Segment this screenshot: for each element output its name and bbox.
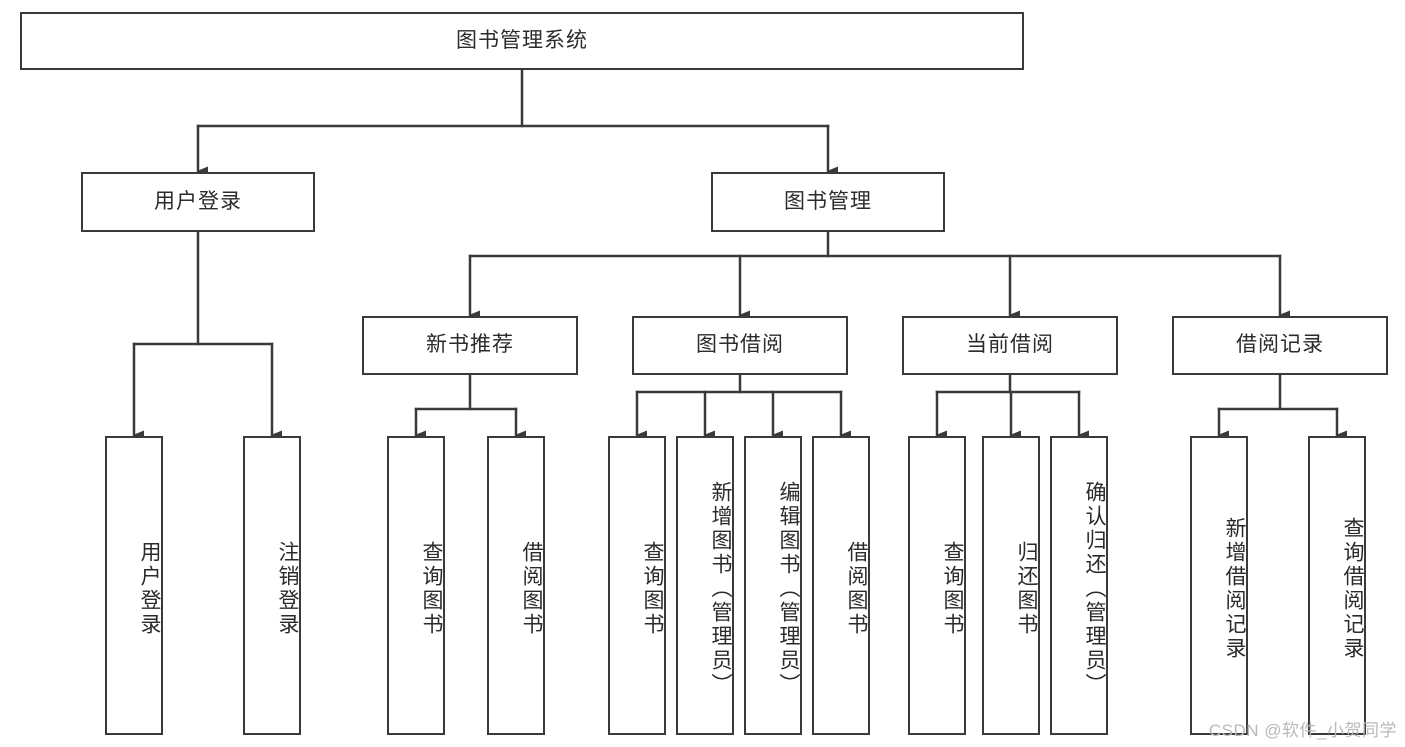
node-label: 注销登录 — [276, 540, 299, 637]
node-label: 借阅图书 — [845, 540, 868, 637]
node-label: 图书管理系统 — [456, 28, 588, 52]
node-newbook[interactable]: 新书推荐 — [362, 316, 578, 375]
node-records[interactable]: 借阅记录 — [1172, 316, 1388, 375]
node-label: 借阅记录 — [1236, 333, 1324, 357]
node-login[interactable]: 用户登录 — [81, 172, 315, 232]
node-label: 图书借阅 — [696, 333, 784, 357]
node-label: 用户登录 — [154, 189, 242, 213]
node-root[interactable]: 图书管理系统 — [20, 12, 1024, 70]
node-label: 查询图书 — [641, 540, 664, 637]
node-l-queryrec[interactable]: 查询借阅记录 — [1308, 436, 1366, 735]
node-l-logout[interactable]: 注销登录 — [243, 436, 301, 735]
node-label: 查询借阅记录 — [1341, 516, 1364, 661]
node-bookmgmt[interactable]: 图书管理 — [711, 172, 945, 232]
node-label: 新书推荐 — [426, 333, 514, 357]
node-label: 查询图书 — [941, 540, 964, 637]
node-l-return[interactable]: 归还图书 — [982, 436, 1040, 735]
node-l-borrow1[interactable]: 借阅图书 — [487, 436, 545, 735]
node-l-query3[interactable]: 查询图书 — [908, 436, 966, 735]
node-l-edit[interactable]: 编辑图书（管理员） — [744, 436, 802, 735]
node-label: 新增图书（管理员） — [709, 480, 732, 697]
node-current[interactable]: 当前借阅 — [902, 316, 1118, 375]
node-label: 查询图书 — [420, 540, 443, 637]
node-label: 用户登录 — [138, 540, 161, 637]
node-l-confirm[interactable]: 确认归还（管理员） — [1050, 436, 1108, 735]
node-label: 借阅图书 — [520, 540, 543, 637]
node-l-login[interactable]: 用户登录 — [105, 436, 163, 735]
node-label: 归还图书 — [1015, 540, 1038, 637]
node-l-addrec[interactable]: 新增借阅记录 — [1190, 436, 1248, 735]
node-label: 新增借阅记录 — [1223, 516, 1246, 661]
node-l-borrow2[interactable]: 借阅图书 — [812, 436, 870, 735]
node-l-query2[interactable]: 查询图书 — [608, 436, 666, 735]
node-label: 确认归还（管理员） — [1083, 480, 1106, 697]
node-l-add[interactable]: 新增图书（管理员） — [676, 436, 734, 735]
connector-group — [132, 68, 1347, 440]
node-label: 图书管理 — [784, 189, 872, 213]
node-label: 编辑图书（管理员） — [777, 480, 800, 697]
node-borrow[interactable]: 图书借阅 — [632, 316, 848, 375]
node-l-query1[interactable]: 查询图书 — [387, 436, 445, 735]
node-label: 当前借阅 — [966, 333, 1054, 357]
